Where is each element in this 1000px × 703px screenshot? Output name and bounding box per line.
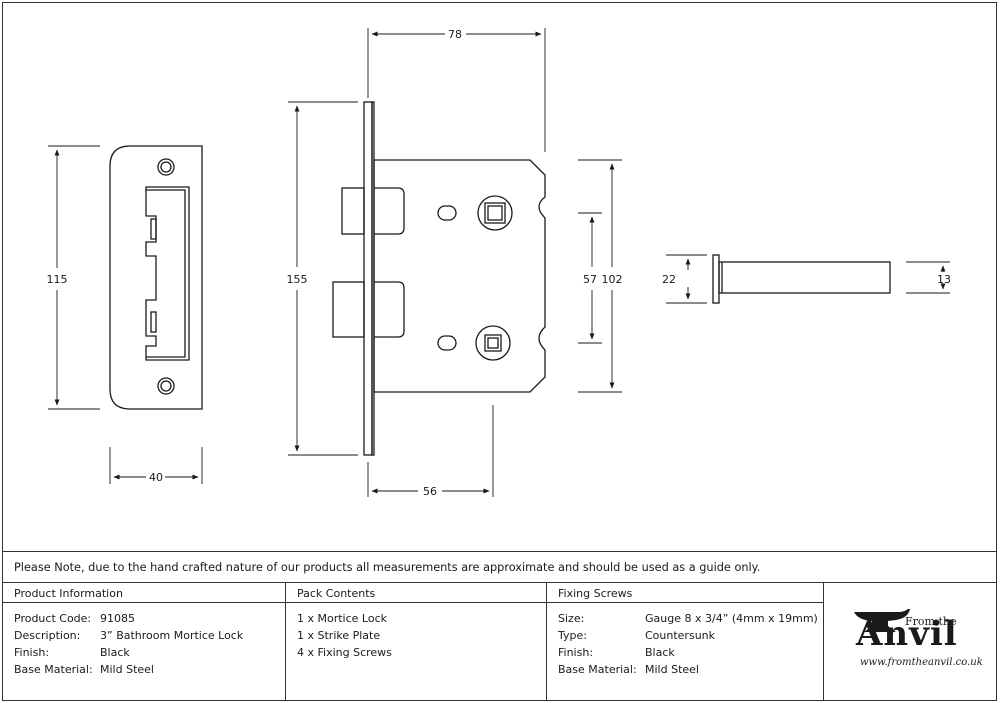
anvil-icon (854, 609, 910, 632)
finish-label: Finish: (14, 646, 50, 659)
logo-wordmark: Anvil (856, 614, 958, 654)
logo-from-the: From the (905, 615, 957, 628)
pack-contents-title: Pack Contents (297, 587, 376, 600)
screw-size-value: Gauge 8 x 3/4” (4mm x 19mm) (645, 612, 818, 625)
base-material-value: Mild Steel (100, 663, 154, 676)
divider-top (2, 551, 997, 552)
screw-finish-value: Black (645, 646, 675, 659)
screw-finish-label: Finish: (558, 646, 594, 659)
dim-case-height: 102 (602, 273, 623, 286)
description-value: 3” Bathroom Mortice Lock (100, 629, 244, 642)
divider-col-1 (285, 582, 286, 701)
dim-hole-spacing: 57 (583, 273, 597, 286)
dim-strike-width: 40 (149, 471, 163, 484)
dim-overall-width: 78 (448, 28, 462, 41)
divider-col-3 (823, 582, 824, 701)
product-code-label: Product Code: (14, 612, 92, 625)
disclaimer-note: Please Note, due to the hand crafted nat… (14, 561, 761, 574)
product-information-title: Product Information (14, 587, 123, 600)
divider-col-2 (546, 582, 547, 701)
technical-drawing: 115 40 78 155 102 57 56 22 13 (47, 28, 951, 498)
screw-material-label: Base Material: (558, 663, 637, 676)
description-label: Description: (14, 629, 81, 642)
base-material-label: Base Material: (14, 663, 93, 676)
finish-value: Black (100, 646, 130, 659)
pack-item: 4 x Fixing Screws (297, 646, 392, 659)
screw-size-label: Size: (558, 612, 585, 625)
mortice-lock-body (332, 101, 546, 456)
dim-backset: 56 (423, 485, 437, 498)
pack-item: 1 x Strike Plate (297, 629, 381, 642)
dim-spindle-plate: 22 (662, 273, 676, 286)
pack-item: 1 x Mortice Lock (297, 612, 388, 625)
fixing-screws-title: Fixing Screws (558, 587, 633, 600)
screw-type-value: Countersunk (645, 629, 716, 642)
screw-material-value: Mild Steel (645, 663, 699, 676)
dim-spindle-bar: 13 (937, 273, 951, 286)
divider-header (2, 602, 824, 603)
logo-url: www.fromtheanvil.co.uk (860, 657, 983, 668)
dim-strike-height: 115 (47, 273, 68, 286)
spindle (712, 254, 891, 304)
product-code-value: 91085 (100, 612, 135, 625)
strike-plate (109, 145, 203, 410)
screw-type-label: Type: (558, 629, 587, 642)
divider-table-top (2, 582, 997, 583)
dim-forend-height: 155 (287, 273, 308, 286)
